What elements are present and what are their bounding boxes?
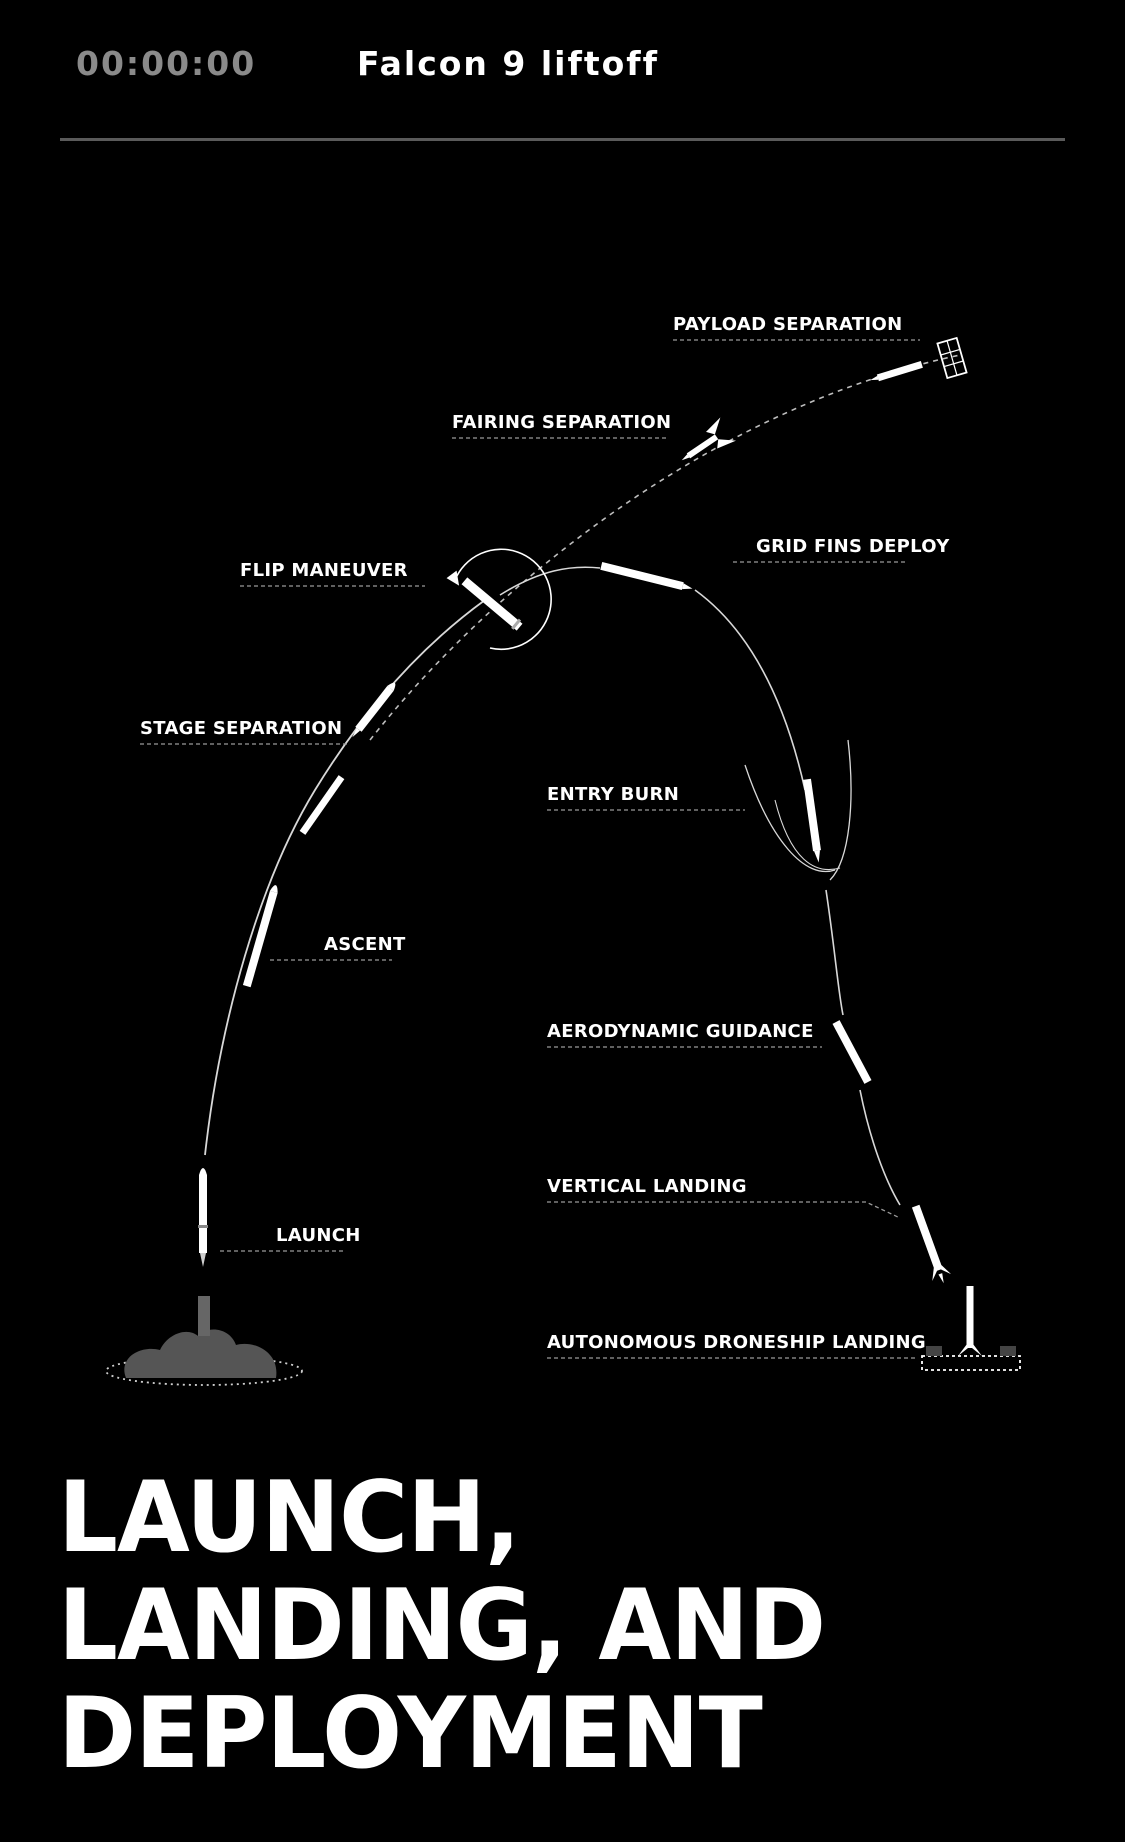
mission-profile-diagram: PAYLOAD SEPARATION FAIRING SEPARATION GR… bbox=[105, 314, 1021, 1386]
rocket-vertical-landing-icon bbox=[911, 1204, 952, 1284]
rocket-flip-icon bbox=[461, 577, 523, 631]
fairing-separation-icon bbox=[681, 417, 737, 461]
rocket-first-stage-icon bbox=[299, 775, 345, 835]
event-title: Falcon 9 liftoff bbox=[357, 44, 659, 83]
rocket-second-stage-icon bbox=[352, 682, 396, 738]
guidance-trajectory bbox=[825, 889, 844, 1016]
rocket-entry-burn-icon bbox=[803, 778, 821, 863]
rocket-ascent-icon bbox=[242, 885, 278, 988]
label-payload-separation: PAYLOAD SEPARATION bbox=[673, 314, 902, 335]
leader-vertical-landing bbox=[547, 1201, 901, 1219]
entry-burn-plume-2 bbox=[829, 739, 852, 881]
entry-burn-plume bbox=[744, 764, 836, 873]
ascent-trajectory bbox=[204, 599, 486, 1156]
header-divider bbox=[60, 138, 1065, 141]
satellite-icon bbox=[936, 336, 968, 380]
label-flip-maneuver: FLIP MANEUVER bbox=[240, 560, 408, 581]
stage-labels: PAYLOAD SEPARATION FAIRING SEPARATION GR… bbox=[140, 314, 950, 1353]
launch-smoke-cloud bbox=[105, 1296, 303, 1386]
second-stage-trajectory bbox=[369, 354, 961, 741]
rockets bbox=[198, 361, 982, 1356]
flip-maneuver-circle bbox=[446, 548, 552, 651]
label-stage-separation: STAGE SEPARATION bbox=[140, 718, 342, 739]
headline-line-3: DEPLOYMENT bbox=[58, 1677, 763, 1791]
boostback-trajectory bbox=[499, 566, 601, 596]
label-grid-fins-deploy: GRID FINS DEPLOY bbox=[756, 536, 950, 557]
rocket-launch-icon bbox=[198, 1168, 208, 1267]
mission-timer: 00:00:00 bbox=[76, 44, 257, 83]
label-launch: LAUNCH bbox=[276, 1225, 361, 1246]
label-vertical-landing: VERTICAL LANDING bbox=[547, 1176, 747, 1197]
label-aerodynamic-guidance: AERODYNAMIC GUIDANCE bbox=[547, 1021, 814, 1042]
entry-burn-plume-3 bbox=[774, 799, 841, 871]
rocket-orbit-stage-icon bbox=[870, 361, 923, 382]
droneship-icon bbox=[921, 1346, 1021, 1371]
rocket-landed-icon bbox=[958, 1286, 982, 1356]
label-fairing-separation: FAIRING SEPARATION bbox=[452, 412, 671, 433]
leader-lines bbox=[140, 339, 920, 1359]
flight-paths bbox=[204, 354, 961, 1206]
label-entry-burn: ENTRY BURN bbox=[547, 784, 679, 805]
rocket-grid-fins-icon bbox=[600, 561, 693, 591]
rocket-aero-guidance-icon bbox=[832, 1020, 872, 1084]
headline-line-1: LAUNCH, bbox=[58, 1461, 521, 1575]
landing-trajectory bbox=[859, 1089, 901, 1206]
label-droneship-landing: AUTONOMOUS DRONESHIP LANDING bbox=[547, 1332, 926, 1353]
label-ascent: ASCENT bbox=[324, 934, 406, 955]
header: 00:00:00 Falcon 9 liftoff bbox=[60, 38, 1065, 142]
headline-line-2: LANDING, AND bbox=[58, 1569, 826, 1683]
page-headline: LAUNCH, LANDING, AND DEPLOYMENT bbox=[58, 1461, 826, 1791]
descent-trajectory bbox=[694, 589, 806, 791]
